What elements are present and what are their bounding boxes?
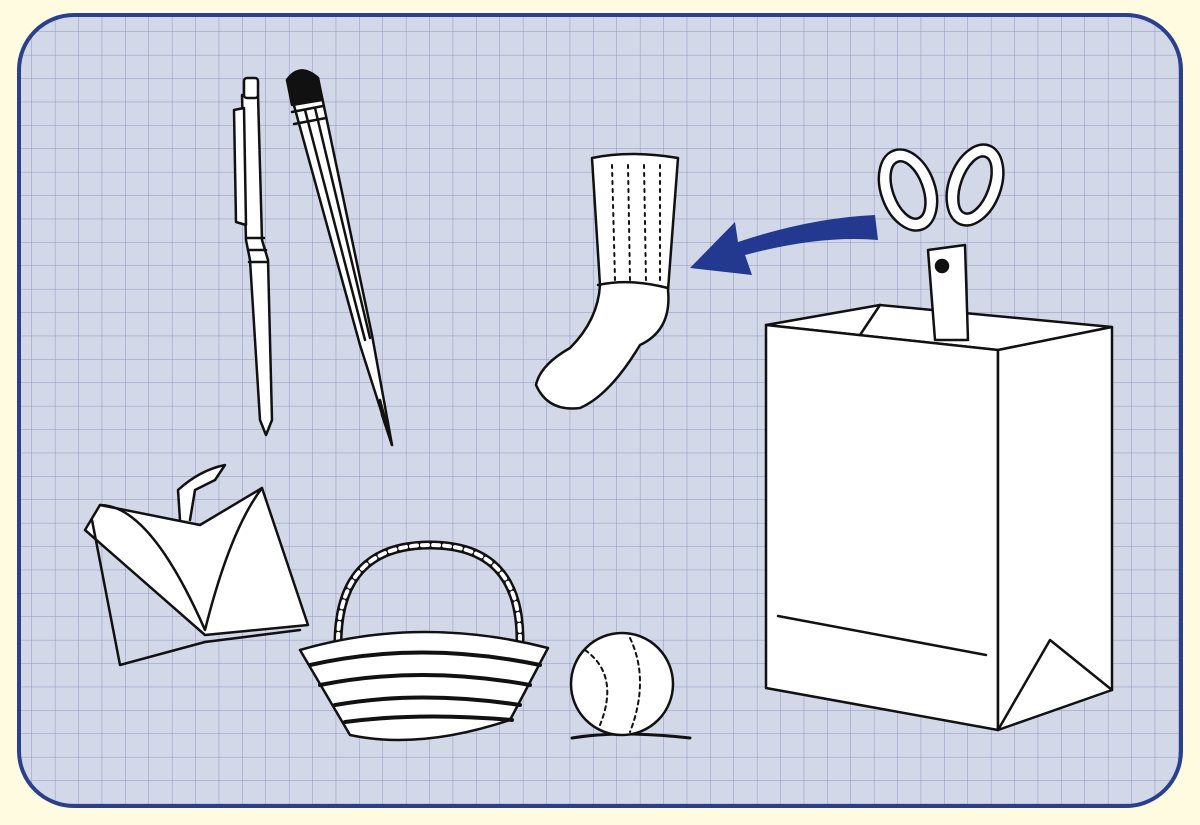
sock-icon <box>534 152 680 410</box>
paper-bag-icon <box>764 303 1114 732</box>
scissors-icon <box>877 143 1005 342</box>
open-book-icon <box>83 463 310 667</box>
pencil-icon <box>285 69 394 447</box>
pen-icon <box>232 76 274 437</box>
basket-icon <box>298 540 550 742</box>
arrow-icon <box>690 215 878 275</box>
ball-icon <box>569 631 692 740</box>
